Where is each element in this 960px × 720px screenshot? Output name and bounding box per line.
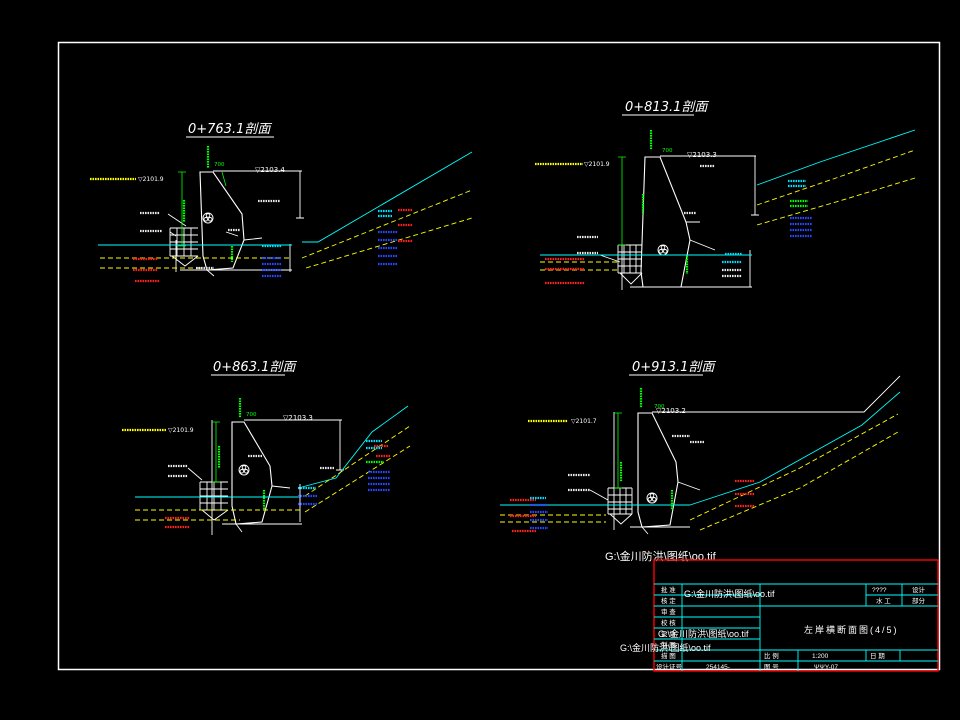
role-label-trace: 描 图 bbox=[661, 651, 676, 660]
retaining-wall-outline bbox=[640, 156, 691, 288]
structure-lines bbox=[167, 170, 304, 277]
role-label-review: 审 查 bbox=[661, 607, 676, 616]
missing-image-path-label: G:\金川防洪\图纸\oo.tif bbox=[658, 628, 749, 639]
section-0-813-1: 0+813.1剖面 700 ▽2103.3 ▽2101.9 bbox=[535, 100, 916, 290]
dimension-lines bbox=[614, 412, 622, 489]
crest-elevation: ▽2103.3 bbox=[687, 151, 717, 159]
drawing-title: 左岸横断面图(4/5) bbox=[804, 624, 899, 635]
dimension-lines bbox=[618, 156, 626, 246]
section-0-863-1: 0+863.1剖面 700 ▽2103.3 ▽2101.9 bbox=[122, 360, 411, 535]
role-label-draft: 制 图 bbox=[661, 640, 676, 649]
retaining-wall-outline bbox=[637, 412, 679, 528]
project-name: ???? bbox=[872, 587, 887, 594]
title-block-border bbox=[653, 559, 939, 672]
crest-elevation: ▽2103.3 bbox=[283, 414, 313, 422]
cyan-label-marks bbox=[262, 209, 392, 248]
dimension-label-marks bbox=[619, 388, 674, 510]
drawing-number: ΨΨY-07 bbox=[814, 664, 838, 671]
cyan-label-marks bbox=[722, 179, 806, 264]
dimension-label-marks bbox=[182, 146, 234, 262]
red-label-marks bbox=[133, 208, 412, 283]
soil-layer-lines bbox=[135, 425, 411, 521]
drain-pipe-symbol-icon bbox=[646, 492, 658, 504]
section-title: 0+913.1剖面 bbox=[632, 360, 716, 375]
white-label-marks bbox=[140, 199, 280, 270]
drain-pipe-symbol-icon bbox=[238, 464, 250, 476]
role-label-verify: 核 定 bbox=[661, 596, 676, 605]
design-stage: 设计 bbox=[912, 585, 926, 594]
flood-level-elevation: ▽2101.7 bbox=[571, 418, 597, 425]
missing-image-path-label: G:\金川防洪\图纸\oo.tif bbox=[605, 549, 717, 563]
ground-surface-line bbox=[98, 151, 473, 246]
blue-label-marks bbox=[530, 503, 548, 530]
ground-surface-line bbox=[135, 405, 409, 498]
red-label-marks bbox=[510, 479, 755, 533]
crest-elevation: ▽2103.4 bbox=[255, 166, 285, 174]
crest-width-dimension: 700 bbox=[662, 148, 673, 154]
dimension-label-marks bbox=[217, 398, 384, 510]
role-label-check: 校 核 bbox=[661, 618, 676, 627]
missing-image-path-label: G:\金川防洪\图纸\oo.tif bbox=[620, 642, 711, 653]
section-0-913-1: 0+913.1剖面 700 ▽2103.2 ▽2101.7 bbox=[500, 360, 901, 535]
dimension-lines bbox=[178, 171, 227, 247]
structure-lines bbox=[599, 155, 759, 290]
blue-label-marks bbox=[790, 216, 812, 238]
drain-pipe-symbol-icon bbox=[657, 244, 669, 256]
title-block-grid bbox=[654, 583, 938, 671]
missing-image-path-label: G:\金川防洪\图纸\oo.tif bbox=[684, 588, 775, 599]
crest-width-dimension: 700 bbox=[246, 412, 257, 418]
blue-label-marks bbox=[298, 470, 390, 506]
ground-surface-line bbox=[540, 129, 916, 256]
ground-surface-line bbox=[500, 391, 901, 506]
role-label-certificate: 设计证号 bbox=[656, 662, 683, 671]
crest-width-dimension: 700 bbox=[214, 162, 225, 168]
retaining-wall-outline bbox=[231, 421, 273, 525]
soil-layer-lines bbox=[100, 189, 473, 269]
section-0-763-1: 0+763.1剖面 700 ▽2103.4 ▽2101.9 bbox=[90, 122, 473, 283]
red-label-marks bbox=[545, 257, 585, 285]
section-title: 0+813.1剖面 bbox=[625, 100, 709, 115]
flood-level-elevation: ▽2101.9 bbox=[138, 176, 164, 183]
white-label-marks bbox=[577, 164, 742, 278]
red-label-marks bbox=[165, 444, 390, 529]
retaining-wall-outline bbox=[199, 171, 245, 271]
discipline: 水 工 bbox=[876, 596, 891, 605]
white-label-marks bbox=[568, 434, 704, 492]
flood-level-elevation: ▽2101.9 bbox=[168, 427, 194, 434]
crest-elevation: ▽2103.2 bbox=[656, 407, 686, 415]
dimension-lines bbox=[212, 421, 220, 483]
title-block: 批 准 核 定 审 查 校 核 设 计 制 图 描 图 设计证号 ???? 设计… bbox=[620, 559, 939, 672]
scale-label: 比 例 bbox=[764, 651, 779, 660]
white-label-marks bbox=[168, 454, 334, 478]
certificate-number: 254145- bbox=[706, 664, 730, 671]
scale-value: 1:200 bbox=[812, 653, 829, 660]
date-label: 日 期 bbox=[870, 652, 885, 660]
soil-layer-lines bbox=[500, 413, 899, 531]
role-label-approve: 批 准 bbox=[661, 585, 676, 594]
role-label-design: 设 计 bbox=[661, 629, 676, 638]
section-title: 0+763.1剖面 bbox=[188, 122, 272, 137]
drawing-frame bbox=[57, 41, 941, 671]
drawing-number-label: 图 号 bbox=[764, 663, 779, 671]
crest-width-dimension: 700 bbox=[654, 404, 665, 410]
discipline-part: 部分 bbox=[912, 596, 926, 605]
flood-level-elevation: ▽2101.9 bbox=[584, 161, 610, 168]
section-title: 0+863.1剖面 bbox=[213, 360, 297, 375]
blue-label-marks bbox=[262, 230, 398, 278]
dimension-label-marks bbox=[641, 130, 808, 274]
drain-pipe-symbol-icon bbox=[202, 212, 214, 224]
cyan-label-marks bbox=[298, 439, 382, 490]
